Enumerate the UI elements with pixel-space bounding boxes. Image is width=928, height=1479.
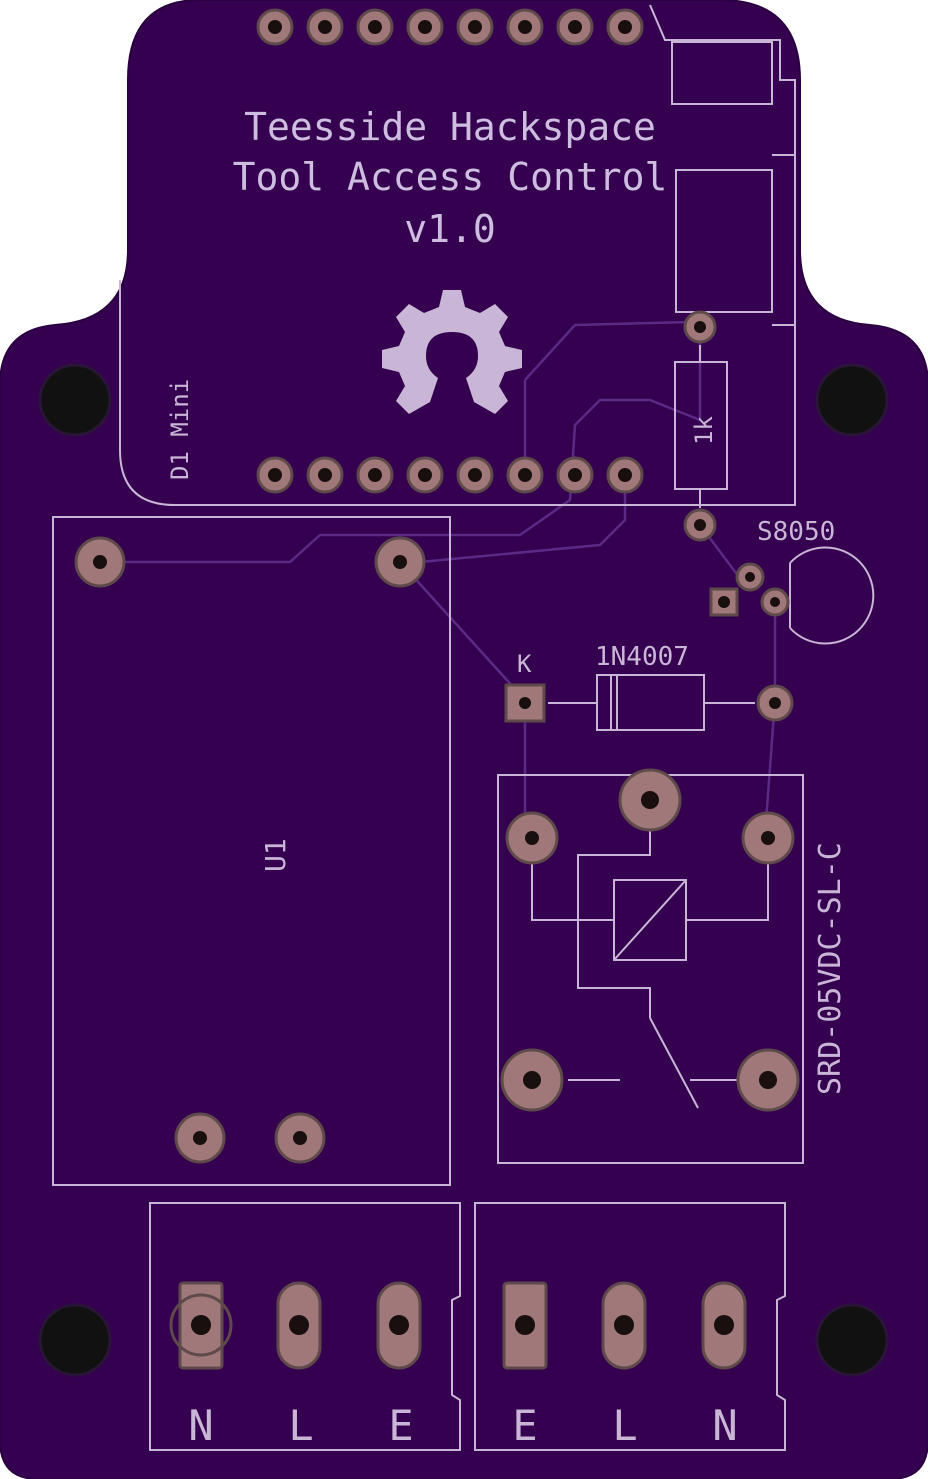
module-label: U1 xyxy=(259,838,292,872)
board-title: Teesside Hackspace Tool Access Control v… xyxy=(233,105,668,251)
mount-hole-top-left xyxy=(38,363,112,437)
d1-mini-header-top xyxy=(256,8,644,46)
module-u1: U1 xyxy=(52,516,451,1186)
terminal-right-label-3: N xyxy=(712,1401,737,1450)
mount-holes xyxy=(38,363,889,1377)
diode-1n4007: K 1N4007 xyxy=(504,642,794,731)
transistor-s8050: S8050 xyxy=(709,517,875,645)
terminal-right-label-1: E xyxy=(512,1401,537,1450)
diode-cathode-label: K xyxy=(517,650,532,678)
title-line-3: v1.0 xyxy=(404,207,496,251)
title-line-2: Tool Access Control xyxy=(233,155,668,199)
resistor-1k: 1k xyxy=(674,310,728,542)
diode-label: 1N4007 xyxy=(595,642,689,672)
relay-label: SRD-05VDC-SL-C xyxy=(813,842,848,1095)
terminal-block-right: E L N xyxy=(474,1202,786,1451)
mount-hole-bottom-left xyxy=(38,1303,112,1377)
mount-hole-top-right xyxy=(815,363,889,437)
title-line-1: Teesside Hackspace xyxy=(244,105,656,149)
transistor-label: S8050 xyxy=(757,517,835,547)
d1-mini-label: D1 Mini xyxy=(166,379,194,480)
d1-mini-footprint: D1 Mini xyxy=(119,4,796,506)
d1-mini-header-bottom xyxy=(256,456,644,494)
mount-hole-bottom-right xyxy=(815,1303,889,1377)
resistor-label: 1k xyxy=(690,416,718,445)
terminal-left-label-1: N xyxy=(188,1401,213,1450)
terminal-right-label-2: L xyxy=(612,1401,637,1450)
relay-srd-05vdc-sl-c: SRD-05VDC-SL-C xyxy=(497,768,848,1164)
terminal-left-label-3: E xyxy=(388,1401,413,1450)
terminal-left-label-2: L xyxy=(288,1401,313,1450)
terminal-block-left: N L E xyxy=(149,1202,461,1451)
open-source-hardware-gear-icon xyxy=(382,290,522,414)
